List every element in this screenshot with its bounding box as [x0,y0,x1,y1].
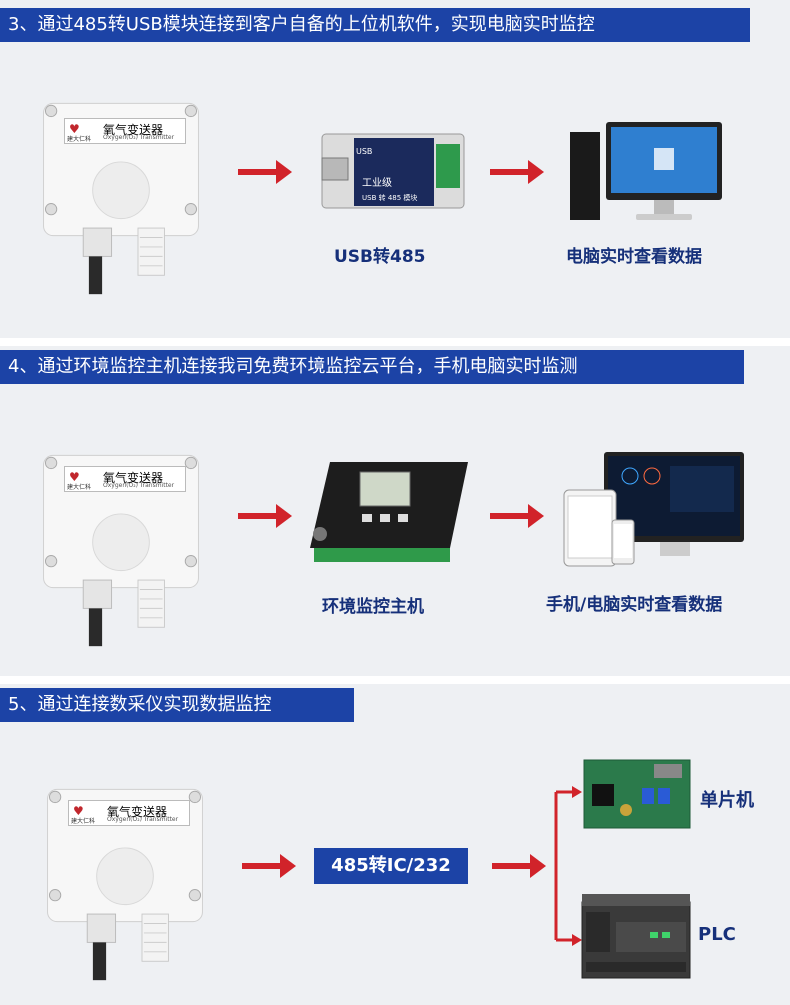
section-5-heading: 5、通过连接数采仪实现数据监控 [0,688,354,722]
caption-monitoring-host: 环境监控主机 [322,597,424,617]
cloud-platform-devices-image [563,452,744,567]
arrow-right-icon [490,160,544,184]
desktop-computer-image [570,122,722,220]
arrow-right-icon [492,854,546,878]
brand-logo-icon: ♥ [73,804,84,818]
sensor-brand: 建大仁科 [67,136,92,143]
arrow-right-icon [238,160,292,184]
usb-module-model: USB 转 485 模块 [362,193,417,202]
section-3-panel: 3、通过485转USB模块连接到客户自备的上位机软件，实现电脑实时监控 ♥ 氧气… [0,0,790,338]
sensor-subtitle: Oxygen(O₂) Transmitter [103,482,175,489]
sensor-tag: ♥ 氧气变送器 Oxygen(O₂) Transmitter 建大仁科 [64,466,186,492]
target-mcu: 单片机 [700,790,754,811]
arrow-right-icon [490,504,544,528]
sensor-subtitle: Oxygen(O₂) Transmitter [107,816,179,823]
section-4-panel: 4、通过环境监控主机连接我司免费环境监控云平台，手机电脑实时监测 ♥ 氧气变送器… [0,346,790,676]
target-plc: PLC [698,924,736,945]
usb-module-grade: 工业级 [362,177,392,189]
mcu-board-image [583,759,691,829]
sensor-name: 氧气变送器 [103,123,164,137]
section-3-heading: 3、通过485转USB模块连接到客户自备的上位机软件，实现电脑实时监控 [0,8,750,42]
caption-usb-485: USB转485 [334,247,426,267]
caption-pc-view: 电脑实时查看数据 [566,247,702,267]
usb-485-module-image: 工业级 USB 转 485 模块 USB [321,133,465,209]
converter-label: 485转IC/232 [314,848,468,884]
plc-image [581,894,691,979]
branch-connector [554,786,582,946]
sensor-tag: ♥ 氧气变送器 Oxygen(O₂) Transmitter 建大仁科 [64,118,186,144]
arrow-right-icon [238,504,292,528]
sensor-tag: ♥ 氧气变送器 Oxygen(O₂) Transmitter 建大仁科 [68,800,190,826]
section-4-heading: 4、通过环境监控主机连接我司免费环境监控云平台，手机电脑实时监测 [0,350,744,384]
sensor-name: 氧气变送器 [107,805,168,819]
sensor-subtitle: Oxygen(O₂) Transmitter [103,134,175,141]
section-5-panel: 5、通过连接数采仪实现数据监控 ♥ 氧气变送器 Oxygen(O₂) Trans… [0,684,790,1005]
monitoring-host-image [310,462,468,562]
arrow-right-icon [242,854,296,878]
caption-mobile-pc-view: 手机/电脑实时查看数据 [546,595,723,615]
brand-logo-icon: ♥ [69,470,80,484]
sensor-name: 氧气变送器 [103,471,164,485]
usb-module-side: USB [356,147,372,156]
sensor-brand: 建大仁科 [71,818,96,825]
brand-logo-icon: ♥ [69,122,80,136]
sensor-brand: 建大仁科 [67,484,92,491]
